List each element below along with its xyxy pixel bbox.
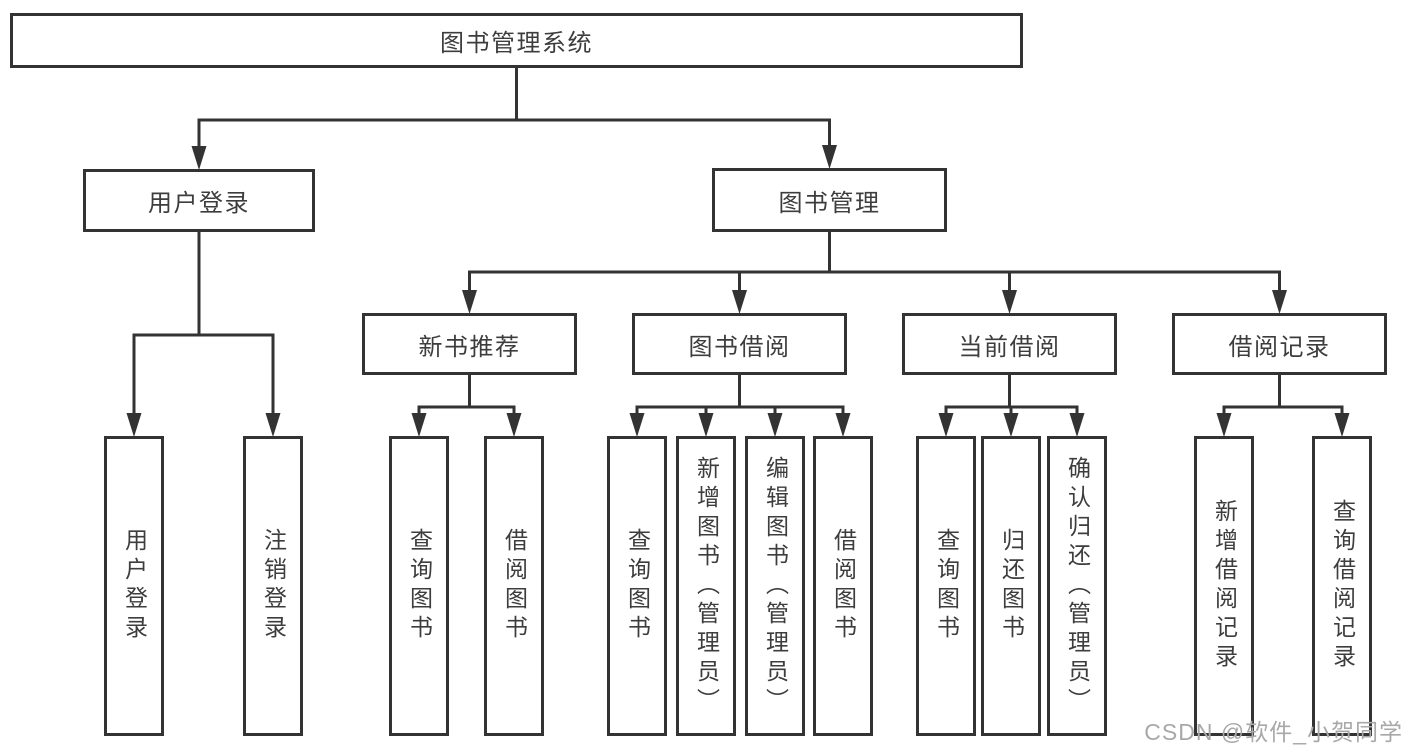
node-current-query-books: 查询图书	[916, 436, 976, 736]
node-rec-query-books: 查询图书	[389, 436, 449, 736]
node-book-borrow: 图书借阅	[632, 313, 847, 375]
node-new-book-rec: 新书推荐	[362, 313, 577, 375]
node-borrow-borrow-books: 借阅图书	[813, 436, 873, 736]
node-label: 借阅图书	[501, 528, 528, 644]
node-label: 新书推荐	[418, 333, 521, 361]
node-label: 借阅记录	[1228, 333, 1331, 361]
node-label: 确认归还（管理员）	[1064, 455, 1091, 717]
node-label: 查询图书	[406, 528, 433, 644]
node-borrow-records: 借阅记录	[1172, 313, 1387, 375]
node-logout-action: 注销登录	[243, 436, 303, 736]
node-label: 借阅图书	[830, 528, 857, 644]
node-book-mgmt: 图书管理	[712, 168, 947, 232]
watermark: CSDN @软件_小贺同学	[1144, 719, 1403, 745]
node-records-query: 查询借阅记录	[1312, 436, 1372, 736]
node-current-borrow: 当前借阅	[902, 313, 1117, 375]
node-root: 图书管理系统	[10, 13, 1023, 68]
node-borrow-add-books: 新增图书（管理员）	[676, 436, 736, 736]
node-label: 查询图书	[624, 528, 651, 644]
node-label: 图书管理系统	[440, 30, 593, 57]
node-current-confirm-return: 确认归还（管理员）	[1047, 436, 1107, 736]
node-label: 当前借阅	[958, 333, 1061, 361]
node-label: 图书管理	[778, 189, 881, 217]
node-user-login: 用户登录	[83, 169, 315, 232]
node-label: 注销登录	[260, 528, 287, 644]
node-label: 用户登录	[148, 190, 250, 217]
node-borrow-query-books: 查询图书	[607, 436, 667, 736]
node-records-add: 新增借阅记录	[1194, 436, 1254, 736]
node-user-login-action: 用户登录	[104, 436, 164, 736]
node-rec-borrow-books: 借阅图书	[484, 436, 544, 736]
node-borrow-edit-books: 编辑图书（管理员）	[745, 436, 805, 736]
node-label: 新增借阅记录	[1211, 499, 1238, 673]
node-label: 图书借阅	[688, 333, 791, 361]
node-current-return-books: 归还图书	[981, 436, 1041, 736]
node-label: 用户登录	[121, 528, 148, 644]
node-label: 归还图书	[998, 528, 1025, 644]
node-label: 查询借阅记录	[1329, 499, 1356, 673]
node-label: 新增图书（管理员）	[693, 455, 720, 717]
node-label: 编辑图书（管理员）	[762, 455, 789, 717]
node-label: 查询图书	[933, 528, 960, 644]
